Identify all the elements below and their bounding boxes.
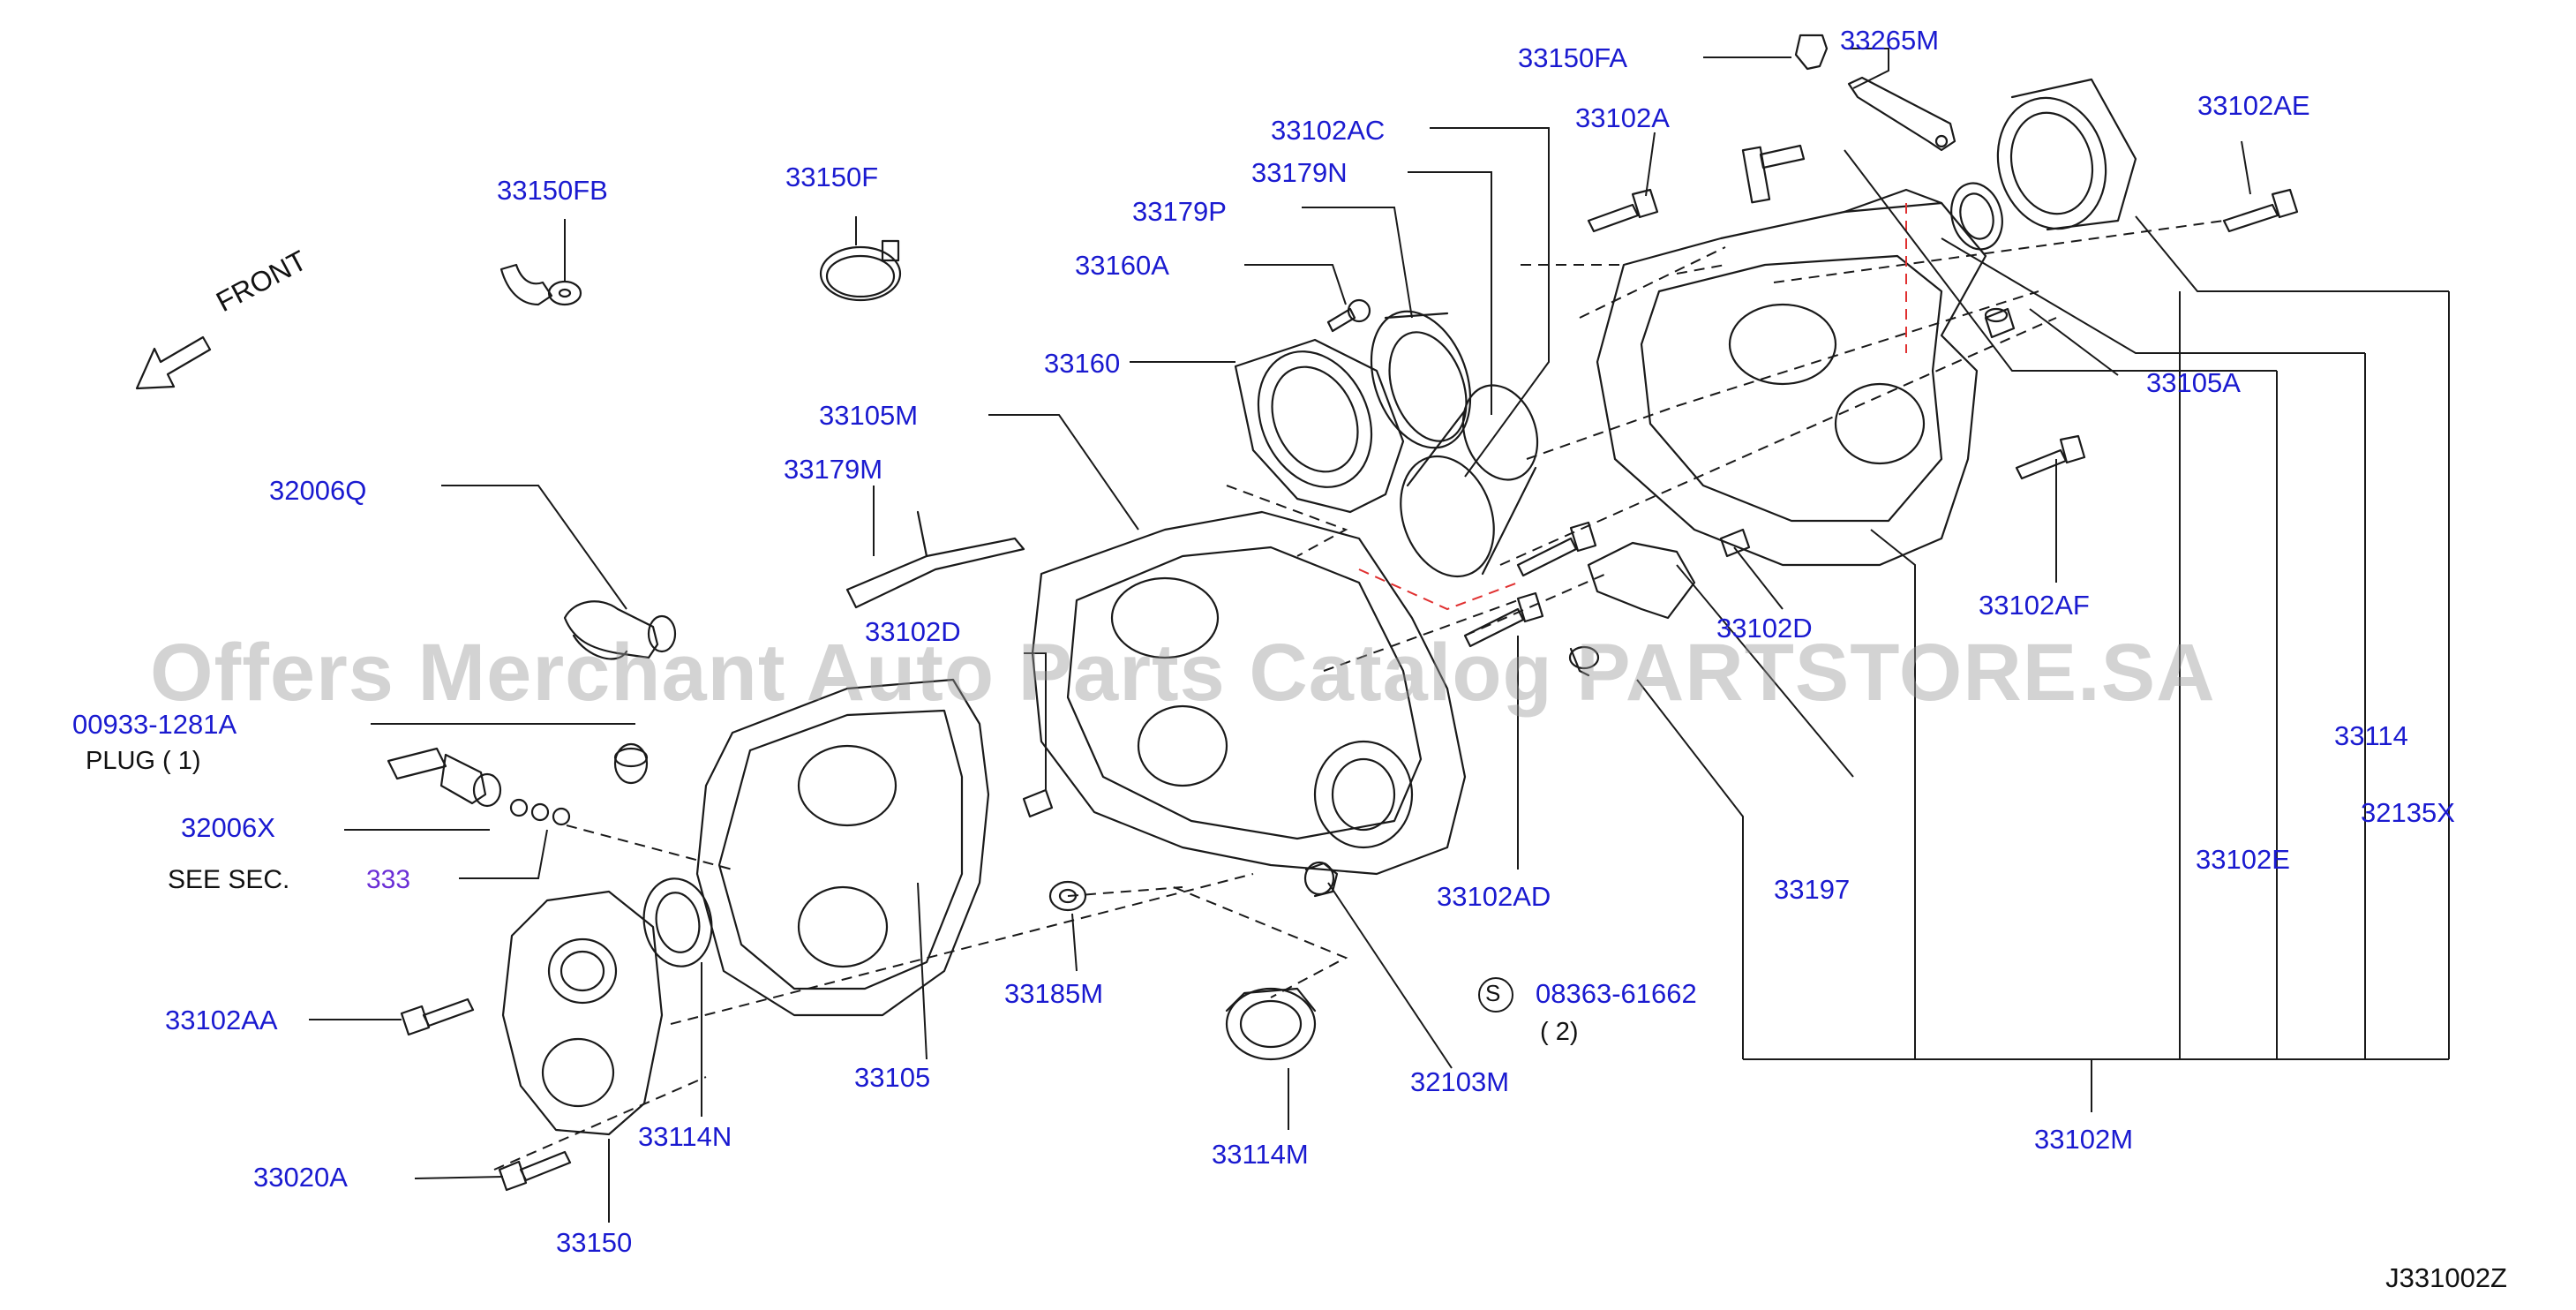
label-33102ad[interactable]: 33102AD bbox=[1437, 881, 1551, 912]
label-33102e[interactable]: 33102E bbox=[2196, 844, 2290, 875]
label-33102ac[interactable]: 33102AC bbox=[1271, 115, 1386, 146]
label-33020a[interactable]: 33020A bbox=[253, 1162, 348, 1193]
label-33114[interactable]: 33114 bbox=[2334, 720, 2408, 751]
plug-33105a-icon bbox=[1984, 307, 2016, 339]
label-33265m[interactable]: 33265M bbox=[1840, 25, 1940, 56]
label-33102ae[interactable]: 33102AE bbox=[2197, 90, 2310, 121]
label-33105m[interactable]: 33105M bbox=[819, 400, 919, 431]
watermark: Offers Merchant Auto Parts Catalog PARTS… bbox=[150, 628, 2216, 718]
bolt-33102ac-icon bbox=[1516, 521, 1597, 577]
strip-33179m-icon bbox=[845, 510, 1025, 609]
label-32006x[interactable]: 32006X bbox=[181, 812, 275, 843]
front-case-icon bbox=[695, 678, 990, 1017]
label-33114n[interactable]: 33114N bbox=[638, 1121, 732, 1152]
label-33160a[interactable]: 33160A bbox=[1075, 250, 1169, 281]
label-33102m[interactable]: 33102M bbox=[2034, 1124, 2134, 1155]
label-33105[interactable]: 33105 bbox=[854, 1062, 931, 1093]
sensor-32006q-icon bbox=[563, 600, 677, 660]
label-33150f[interactable]: 33150F bbox=[785, 162, 879, 192]
band-clamp-33150f-icon bbox=[819, 239, 902, 302]
dowel-33102d-right-icon bbox=[1719, 528, 1751, 558]
label-32103m[interactable]: 32103M bbox=[1410, 1066, 1510, 1097]
bolt-33102ae-icon bbox=[2222, 188, 2299, 233]
label-33102a[interactable]: 33102A bbox=[1575, 102, 1670, 133]
see-sec-text: SEE SEC. bbox=[168, 865, 290, 894]
label-33102d-left[interactable]: 33102D bbox=[865, 616, 961, 647]
front-cover-icon bbox=[501, 890, 664, 1136]
bracket-33265m-icon bbox=[1794, 34, 1956, 152]
label-33150[interactable]: 33150 bbox=[556, 1227, 633, 1258]
bolt-symbol-circle bbox=[1478, 977, 1513, 1013]
label-plug: PLUG ( 1) bbox=[86, 747, 201, 775]
label-33102af[interactable]: 33102AF bbox=[1979, 590, 2090, 621]
washer-33197-icon bbox=[1568, 645, 1600, 677]
label-33150fa[interactable]: 33150FA bbox=[1518, 42, 1628, 73]
bolt-33020a-icon bbox=[498, 1150, 572, 1192]
label-33197[interactable]: 33197 bbox=[1774, 874, 1851, 905]
label-qty-2: ( 2) bbox=[1540, 1018, 1579, 1046]
label-33114m[interactable]: 33114M bbox=[1212, 1139, 1309, 1170]
bracket-33102d-icon bbox=[1587, 541, 1696, 620]
bushing-32103m-icon bbox=[1303, 861, 1339, 898]
label-32135x[interactable]: 32135X bbox=[2361, 797, 2455, 828]
label-33179p[interactable]: 33179P bbox=[1132, 196, 1227, 227]
diagram-code: J331002Z bbox=[2385, 1262, 2507, 1293]
label-33105a[interactable]: 33105A bbox=[2146, 367, 2241, 398]
seal-33114m-icon bbox=[1225, 987, 1317, 1061]
sleeve-33179n-icon bbox=[1400, 384, 1539, 578]
pin-33105m-icon bbox=[1741, 144, 1806, 204]
label-08363-61662[interactable]: 08363-61662 bbox=[1536, 978, 1697, 1009]
label-33102aa[interactable]: 33102AA bbox=[165, 1005, 278, 1035]
seal-33179p-icon bbox=[1370, 310, 1472, 449]
front-arrow-icon bbox=[135, 335, 212, 390]
cover-33160-icon bbox=[1234, 338, 1405, 514]
dowel-33102d-left-icon bbox=[1022, 788, 1054, 818]
clip-33150fb-icon bbox=[499, 263, 582, 306]
bolt-33102aa-icon bbox=[400, 998, 475, 1036]
see-sec-link[interactable]: 333 bbox=[366, 865, 411, 894]
seal-33114-icon bbox=[1950, 182, 2003, 251]
label-00933-1281a[interactable]: 00933-1281A bbox=[72, 709, 237, 740]
label-33102d-right[interactable]: 33102D bbox=[1716, 613, 1813, 644]
label-33150fb[interactable]: 33150FB bbox=[497, 175, 608, 206]
bolt-33102a-icon bbox=[1587, 188, 1659, 233]
label-33179n[interactable]: 33179N bbox=[1251, 157, 1348, 188]
bolt-33102ad-icon bbox=[1463, 591, 1544, 648]
sensor-32006x-icon bbox=[387, 747, 571, 826]
bearing-33102ae-icon bbox=[1996, 78, 2137, 231]
plug-00933-icon bbox=[613, 742, 649, 785]
seal-33114n-icon bbox=[642, 877, 713, 967]
bolt-33102af-icon bbox=[2015, 434, 2086, 480]
label-32006q[interactable]: 32006Q bbox=[269, 475, 367, 506]
bolt-33160a-icon bbox=[1326, 298, 1371, 333]
bolt-symbol: S bbox=[1485, 980, 1501, 1006]
label-33185m[interactable]: 33185M bbox=[1004, 978, 1104, 1009]
rear-case-icon bbox=[1596, 188, 1987, 567]
label-33160[interactable]: 33160 bbox=[1044, 348, 1121, 379]
label-33179m[interactable]: 33179M bbox=[784, 454, 883, 485]
middle-case-icon bbox=[1031, 510, 1467, 876]
